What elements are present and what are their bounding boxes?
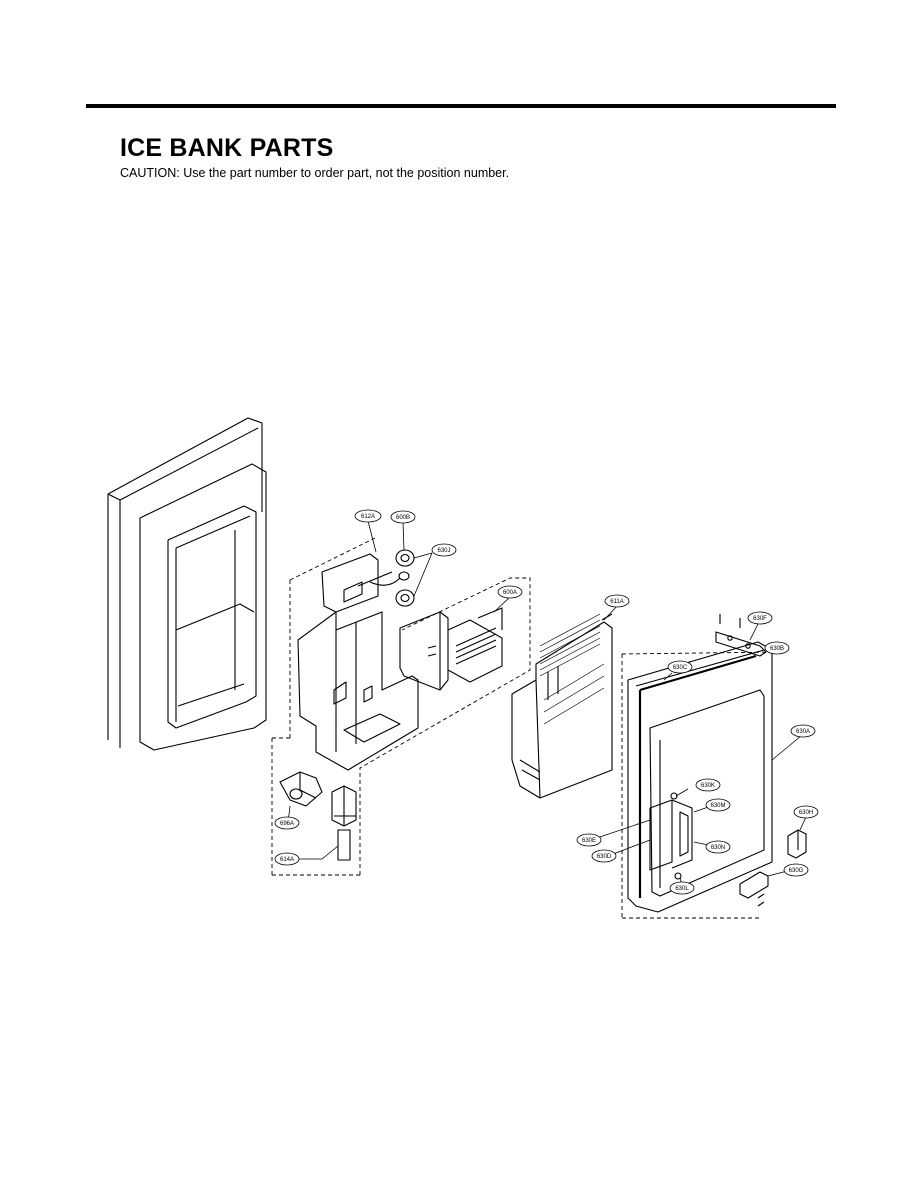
callout-label-630C: 630C xyxy=(673,665,688,671)
callout-630G xyxy=(783,863,809,877)
callout-600B xyxy=(390,510,416,524)
callout-630E xyxy=(576,833,602,847)
callouts xyxy=(274,509,819,895)
callout-label-630G: 630G xyxy=(789,868,804,874)
assembly-boundary-center xyxy=(271,537,531,876)
latch-assembly xyxy=(649,792,693,880)
callout-611A xyxy=(604,594,630,608)
leader-lines xyxy=(287,520,807,889)
callout-label-630A: 630A xyxy=(796,729,810,735)
callout-614A xyxy=(274,852,300,866)
callout-label-630L: 630L xyxy=(675,886,689,892)
caution-note: CAUTION: Use the part number to order pa… xyxy=(120,166,510,180)
callout-label-611A: 611A xyxy=(610,599,624,605)
switch-assembly xyxy=(331,785,357,861)
callout-label-612A: 612A xyxy=(361,514,375,520)
callout-labels: 612A 600B 630J 600A 611A 630F 630B 630C … xyxy=(280,514,813,892)
ice-maker xyxy=(399,607,503,691)
hinge-bracket xyxy=(715,614,767,657)
callout-label-630N: 630N xyxy=(711,845,725,851)
callout-630C xyxy=(667,660,693,674)
callout-label-630J: 630J xyxy=(437,548,450,554)
callout-630F xyxy=(747,611,773,625)
header-rule xyxy=(86,104,836,108)
auger-motor xyxy=(279,771,323,807)
callout-612A xyxy=(354,509,382,523)
callout-label-630H: 630H xyxy=(799,810,813,816)
callout-label-696A: 696A xyxy=(280,821,294,827)
callout-label-630K: 630K xyxy=(701,783,715,789)
callout-label-630E: 630E xyxy=(582,838,596,844)
callout-696A xyxy=(274,816,300,830)
callout-label-614A: 614A xyxy=(280,857,294,863)
callout-label-630F: 630F xyxy=(753,616,767,622)
callout-630J xyxy=(431,543,457,557)
callout-label-630M: 630M xyxy=(710,803,725,809)
page-title: ICE BANK PARTS xyxy=(120,134,334,162)
callout-label-630D: 630D xyxy=(597,854,612,860)
ice-bank-housing xyxy=(297,553,419,771)
callout-630N xyxy=(705,840,731,854)
callout-630D xyxy=(591,849,617,863)
callout-630L xyxy=(669,881,695,895)
callout-600A xyxy=(497,585,523,599)
door-panel xyxy=(107,417,267,751)
assembly-boundary-right xyxy=(621,651,781,919)
callout-label-630B: 630B xyxy=(770,646,784,652)
callout-label-600A: 600A xyxy=(503,590,517,596)
callout-630H xyxy=(793,805,819,819)
callout-630M xyxy=(705,798,731,812)
callout-630K xyxy=(695,778,721,792)
callout-630A xyxy=(790,724,816,738)
ice-bank-cover xyxy=(511,613,613,799)
callout-label-600B: 600B xyxy=(396,515,410,521)
bottom-bracket xyxy=(739,871,769,907)
end-cap xyxy=(787,829,807,859)
callout-630B xyxy=(764,641,790,655)
ice-bank-door xyxy=(627,641,773,913)
